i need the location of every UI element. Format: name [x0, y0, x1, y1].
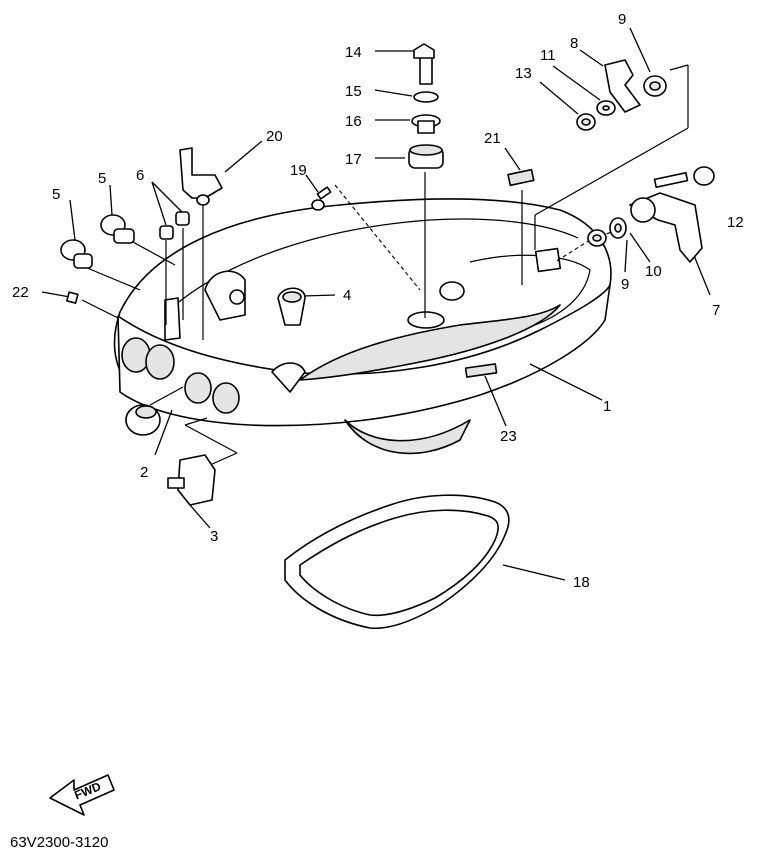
grommet-part-5a: [60, 239, 93, 269]
leader-lines: [41, 27, 711, 581]
collar-part-6: [159, 211, 190, 240]
callout-8: 8: [570, 35, 578, 52]
label-part-21: [507, 168, 535, 187]
callout-21: 21: [484, 130, 501, 147]
part-code: 63V2300-3120: [10, 834, 109, 851]
nut-part-9b: [587, 229, 607, 247]
grommet-part-5b: [100, 214, 135, 244]
washer-part-10: [609, 217, 627, 239]
callout-labels: 1 2 3 4 5 5 6 7 8 9 9 10 11 12 13 14 15 …: [12, 11, 744, 591]
callout-1: 1: [603, 398, 611, 415]
callout-15: 15: [345, 83, 362, 100]
callout-18: 18: [573, 574, 590, 591]
callout-12: 12: [727, 214, 744, 231]
callout-6: 6: [136, 167, 144, 184]
collar-part-16: [411, 114, 441, 134]
label-part-22: [66, 291, 79, 304]
callout-5a: 5: [52, 186, 60, 203]
callout-10: 10: [645, 263, 662, 280]
bottom-cowling: [113, 198, 612, 455]
grommet-part-17: [408, 144, 444, 169]
callout-23: 23: [500, 428, 517, 445]
callout-5b: 5: [98, 170, 106, 187]
bracket-part-20: [179, 147, 223, 206]
callout-13: 13: [515, 65, 532, 82]
callout-11: 11: [540, 47, 556, 64]
plug-part-3: [167, 454, 216, 506]
callout-4: 4: [343, 287, 351, 304]
screw-part-19: [311, 186, 332, 211]
callout-19: 19: [290, 162, 307, 179]
fwd-arrow-icon: FWD: [49, 774, 115, 816]
callout-3: 3: [210, 528, 218, 545]
callout-17: 17: [345, 151, 362, 168]
callout-20: 20: [266, 128, 283, 145]
bracket-part-7: [629, 192, 703, 263]
washer-part-15: [413, 91, 439, 103]
bolt-part-12: [653, 166, 715, 189]
callout-9b: 9: [621, 276, 629, 293]
bolt-part-14: [413, 43, 435, 85]
washer-part-11: [596, 100, 616, 116]
callout-9a: 9: [618, 11, 626, 28]
callout-22: 22: [12, 284, 29, 301]
nut-part-9a: [643, 75, 667, 97]
small-parts: [60, 43, 715, 506]
bracket-part-8: [604, 59, 641, 113]
callout-7: 7: [712, 302, 720, 319]
gasket-part-18: [284, 494, 510, 630]
callout-2: 2: [140, 464, 148, 481]
nut-part-13: [576, 113, 596, 131]
callout-14: 14: [345, 44, 362, 61]
clip-part-4: [277, 287, 306, 326]
callout-16: 16: [345, 113, 362, 130]
grommet-part-2: [125, 404, 161, 436]
